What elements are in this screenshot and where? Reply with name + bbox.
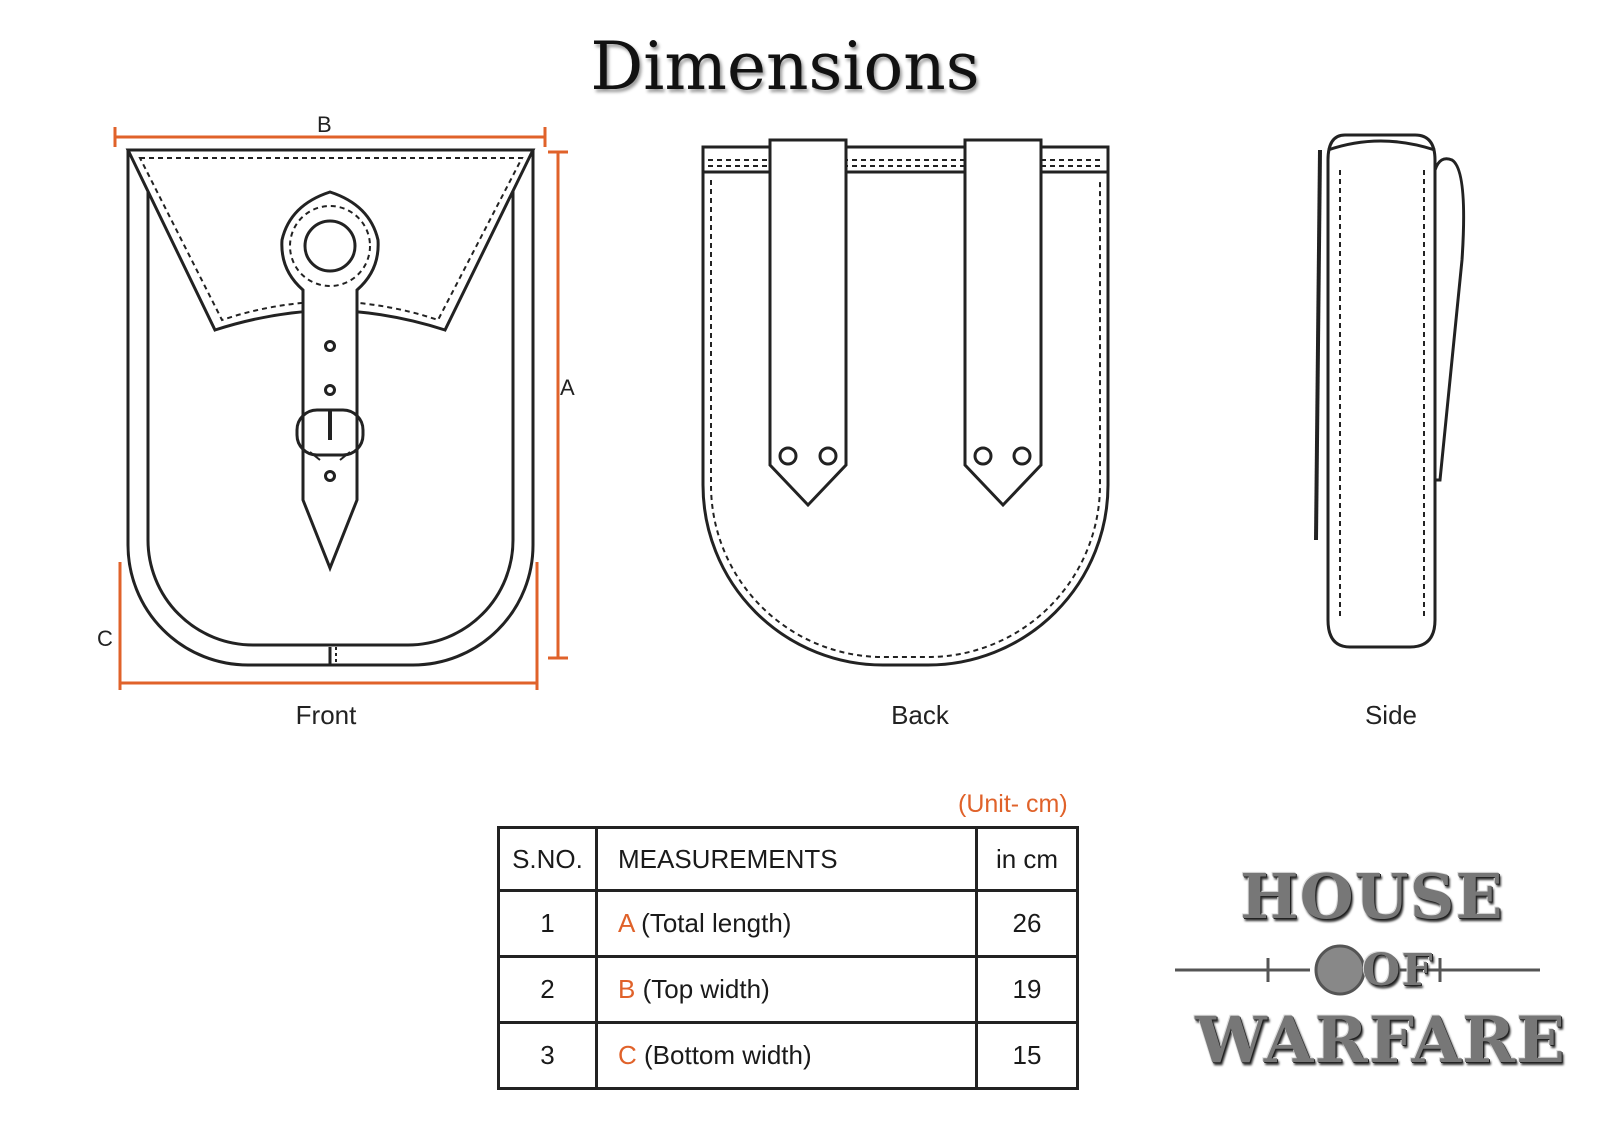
front-view-drawing [125, 148, 536, 667]
header-sno: S.NO. [497, 826, 598, 892]
table-row: 3 C (Bottom width) 15 [497, 1021, 1079, 1090]
row-sno: 2 [497, 955, 598, 1024]
header-measurements: MEASUREMENTS [595, 826, 978, 892]
dimension-label-b: B [317, 112, 332, 137]
row-sno: 1 [497, 889, 598, 958]
side-view-label: Side [1364, 700, 1418, 730]
row-label: (Bottom width) [644, 1040, 812, 1070]
logo-house: HOUSE [1240, 860, 1504, 933]
page-title: Dimensions [590, 28, 980, 105]
row-letter: C [618, 1040, 637, 1070]
dimension-lines [113, 127, 568, 690]
logo-of: OF [1362, 945, 1434, 996]
table-row: 1 A (Total length) 26 [497, 889, 1079, 958]
row-value: 19 [975, 955, 1079, 1024]
logo-swords [1175, 944, 1540, 996]
measurements-table: S.NO. MEASUREMENTS in cm 1 A (Total leng… [497, 826, 1079, 1090]
header-value: in cm [975, 826, 1079, 892]
row-measurement: C (Bottom width) [595, 1021, 978, 1090]
row-letter: B [618, 974, 636, 1004]
front-view-label: Front [295, 700, 357, 730]
row-value: 15 [975, 1021, 1079, 1090]
back-view-label: Back [891, 700, 949, 730]
row-letter: A [618, 908, 634, 938]
row-measurement: B (Top width) [595, 955, 978, 1024]
back-view-drawing [701, 138, 1110, 667]
table-row: 2 B (Top width) 19 [497, 955, 1079, 1024]
logo-warfare: WARFARE [1195, 1003, 1566, 1078]
dimension-label-a: A [560, 375, 575, 400]
table-header-row: S.NO. MEASUREMENTS in cm [497, 826, 1079, 892]
side-view-drawing [1314, 133, 1466, 649]
row-measurement: A (Total length) [595, 889, 978, 958]
row-value: 26 [975, 889, 1079, 958]
dimension-label-c: C [97, 626, 113, 651]
row-label: (Total length) [641, 908, 792, 938]
row-sno: 3 [497, 1021, 598, 1090]
unit-note: (Unit- cm) [958, 790, 1068, 818]
row-label: (Top width) [642, 974, 770, 1004]
